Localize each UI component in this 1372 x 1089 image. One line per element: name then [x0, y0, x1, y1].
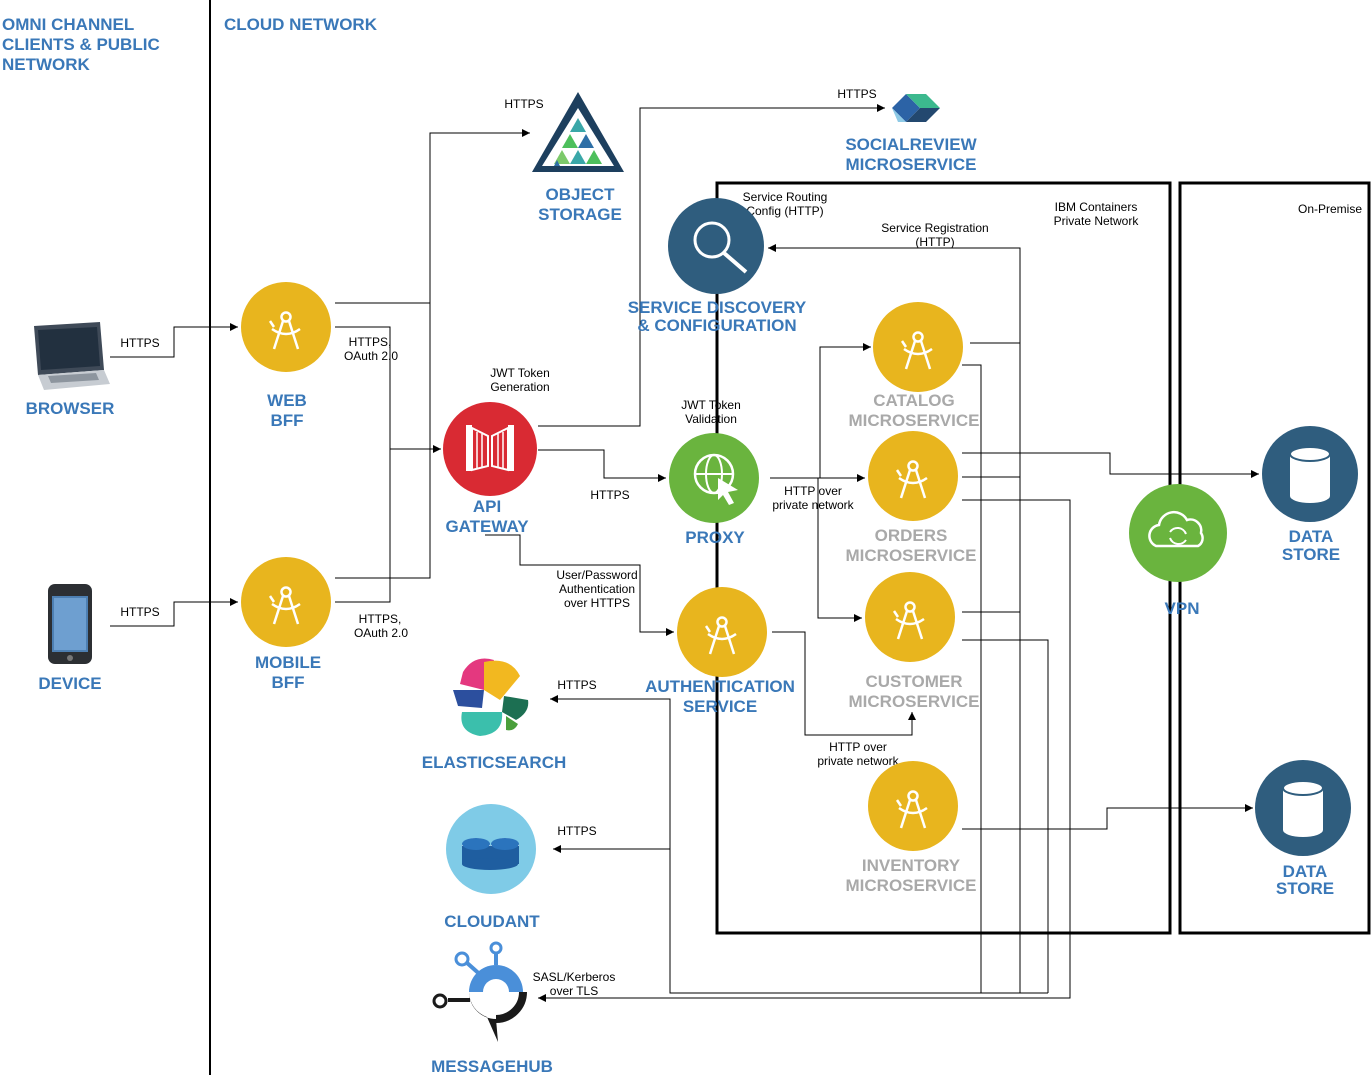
customer-label-line2: MICROSERVICE — [849, 692, 980, 711]
edge-auth-private-line2: private network — [817, 754, 899, 768]
zone-clients-line2: CLIENTS & PUBLIC — [2, 35, 160, 54]
vpn-cloud-icon — [1129, 484, 1227, 582]
authentication-service-icon — [677, 587, 767, 677]
edge-web-oauth-line2: OAuth 2.0 — [344, 349, 398, 363]
edge-registration-line2: (HTTP) — [915, 235, 954, 249]
orders-microservice-icon — [868, 431, 958, 521]
cloudant-logo-icon — [446, 804, 536, 894]
edge-sasl-line2: over TLS — [550, 984, 598, 998]
messagehub-logo-icon — [432, 941, 527, 1042]
api-gateway-icon — [443, 402, 537, 496]
socialreview-label-line1: SOCIALREVIEW — [845, 135, 977, 154]
browser-label: BROWSER — [26, 399, 115, 418]
mobile-bff-label-line1: MOBILE — [255, 653, 321, 672]
service-discovery-label-line2: & CONFIGURATION — [637, 316, 796, 335]
mobile-bff-label-line2: BFF — [271, 673, 304, 692]
edge-userpw-line2: Authentication — [559, 582, 635, 596]
orders-label-line1: ORDERS — [875, 526, 948, 545]
edge-device-https: HTTPS — [120, 605, 159, 619]
edge-routing-line1: Service Routing — [743, 190, 828, 204]
inventory-microservice-icon — [868, 761, 958, 851]
authentication-label-line2: SERVICE — [683, 697, 757, 716]
mobile-bff-icon — [241, 557, 331, 647]
data-store-2-database-icon — [1255, 760, 1351, 856]
object-storage-label-line1: OBJECT — [546, 185, 616, 204]
edge-mobile-oauth-line2: OAuth 2.0 — [354, 626, 408, 640]
orders-label-line2: MICROSERVICE — [846, 546, 977, 565]
edge-sasl-line1: SASL/Kerberos — [533, 970, 616, 984]
api-gateway-label-line2: GATEWAY — [445, 517, 529, 536]
cloudant-label: CLOUDANT — [444, 912, 540, 931]
service-discovery-label-line1: SERVICE DISCOVERY — [628, 298, 807, 317]
edge-jwt-gen-line1: JWT Token — [490, 366, 550, 380]
connectors — [110, 104, 1259, 1002]
messagehub-label: MESSAGEHUB — [431, 1057, 553, 1076]
data-store-1-label-line1: DATA — [1289, 527, 1334, 546]
data-store-1-database-icon — [1262, 426, 1358, 522]
device-label: DEVICE — [38, 674, 101, 693]
edge-proxy-private-line1: HTTP over — [784, 484, 842, 498]
edge-elastic-https: HTTPS — [557, 678, 596, 692]
catalog-microservice-icon — [873, 302, 963, 392]
elasticsearch-logo-icon — [453, 658, 529, 736]
api-gateway-label-line1: API — [473, 497, 501, 516]
edge-jwt-val-line2: Validation — [685, 412, 737, 426]
elasticsearch-label: ELASTICSEARCH — [422, 753, 567, 772]
zone-containers-line1: IBM Containers — [1055, 200, 1138, 214]
zone-containers-line2: Private Network — [1054, 214, 1140, 228]
edge-browser-https: HTTPS — [120, 336, 159, 350]
vpn-label: VPN — [1165, 599, 1200, 618]
catalog-label-line1: CATALOG — [873, 391, 955, 410]
web-bff-label-line2: BFF — [270, 411, 303, 430]
data-store-2-label-line2: STORE — [1276, 879, 1334, 898]
service-discovery-search-icon — [668, 198, 764, 294]
proxy-label: PROXY — [685, 528, 745, 547]
edge-social-https: HTTPS — [837, 87, 876, 101]
edge-auth-private-line1: HTTP over — [829, 740, 887, 754]
edge-proxy-private-line2: private network — [772, 498, 854, 512]
data-store-1-label-line2: STORE — [1282, 545, 1340, 564]
edge-web-oauth-line1: HTTPS, — [349, 335, 392, 349]
zone-onprem-heading: On-Premise — [1298, 202, 1362, 216]
edge-gateway-proxy-https: HTTPS — [590, 488, 629, 502]
object-storage-icon — [532, 92, 624, 172]
web-bff-icon — [241, 282, 331, 372]
inventory-label-line2: MICROSERVICE — [846, 876, 977, 895]
edge-object-https: HTTPS — [504, 97, 543, 111]
customer-label-line1: CUSTOMER — [866, 672, 963, 691]
zone-clients-line1: OMNI CHANNEL — [2, 15, 134, 34]
catalog-label-line2: MICROSERVICE — [849, 411, 980, 430]
device-phone-icon — [48, 584, 92, 664]
edge-userpw-line3: over HTTPS — [564, 596, 630, 610]
object-storage-label-line2: STORAGE — [538, 205, 622, 224]
edge-jwt-gen-line2: Generation — [490, 380, 549, 394]
edge-mobile-oauth-line1: HTTPS, — [359, 612, 402, 626]
browser-laptop-icon — [34, 322, 110, 390]
customer-microservice-icon — [865, 572, 955, 662]
socialreview-label-line2: MICROSERVICE — [846, 155, 977, 174]
socialreview-logo-icon — [892, 94, 940, 122]
authentication-label-line1: AUTHENTICATION — [645, 677, 795, 696]
edge-registration-line1: Service Registration — [881, 221, 988, 235]
proxy-globe-icon — [669, 433, 759, 523]
zone-clients-line3: NETWORK — [2, 55, 91, 74]
inventory-label-line1: INVENTORY — [862, 856, 961, 875]
edge-userpw-line1: User/Password — [556, 568, 637, 582]
zone-cloud-heading: CLOUD NETWORK — [224, 15, 378, 34]
edge-cloudant-https: HTTPS — [557, 824, 596, 838]
data-store-2-label-line1: DATA — [1283, 862, 1328, 881]
edge-routing-line2: Config (HTTP) — [746, 204, 823, 218]
web-bff-label-line1: WEB — [267, 391, 307, 410]
edge-jwt-val-line1: JWT Token — [681, 398, 741, 412]
